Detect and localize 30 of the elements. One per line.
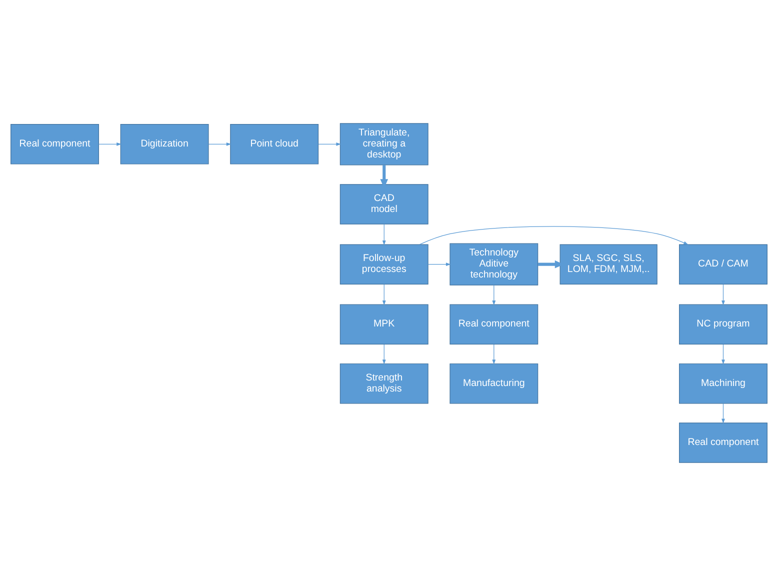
node-box: NC program	[679, 304, 768, 344]
node-box: Real component	[679, 422, 768, 462]
arrow	[98, 142, 122, 146]
node-box: MPK	[340, 304, 428, 344]
arrow	[382, 283, 386, 305]
arrow	[419, 226, 688, 244]
arrow	[722, 283, 725, 305]
node-box: SLA, SGC, SLS, LOM, FDM, MJM,..	[560, 244, 658, 284]
arrow	[380, 164, 388, 188]
node-box: Manufacturing	[450, 362, 538, 404]
node-box: Point cloud	[230, 124, 319, 164]
arrow	[318, 142, 342, 146]
node-box: Technology Aditive technology	[450, 242, 538, 285]
node-box: Strength analysis	[340, 362, 428, 404]
node-box: CAD / CAM	[679, 244, 768, 284]
arrow	[722, 344, 725, 364]
node-box: Real component	[10, 124, 99, 164]
arrow	[492, 344, 496, 364]
arrow	[492, 284, 496, 305]
arrow	[382, 344, 386, 364]
node-box: CAD model	[340, 184, 428, 224]
arrow	[208, 142, 232, 146]
node-box: Triangulate, creating a desktop	[340, 122, 428, 165]
node-box: Digitization	[120, 124, 209, 164]
node-box: Follow-up processes	[340, 244, 428, 284]
node-box: Real component	[450, 304, 538, 344]
arrow	[722, 402, 725, 424]
arrow	[428, 262, 451, 266]
arrow	[382, 223, 386, 245]
node-box: Machining	[679, 362, 768, 404]
